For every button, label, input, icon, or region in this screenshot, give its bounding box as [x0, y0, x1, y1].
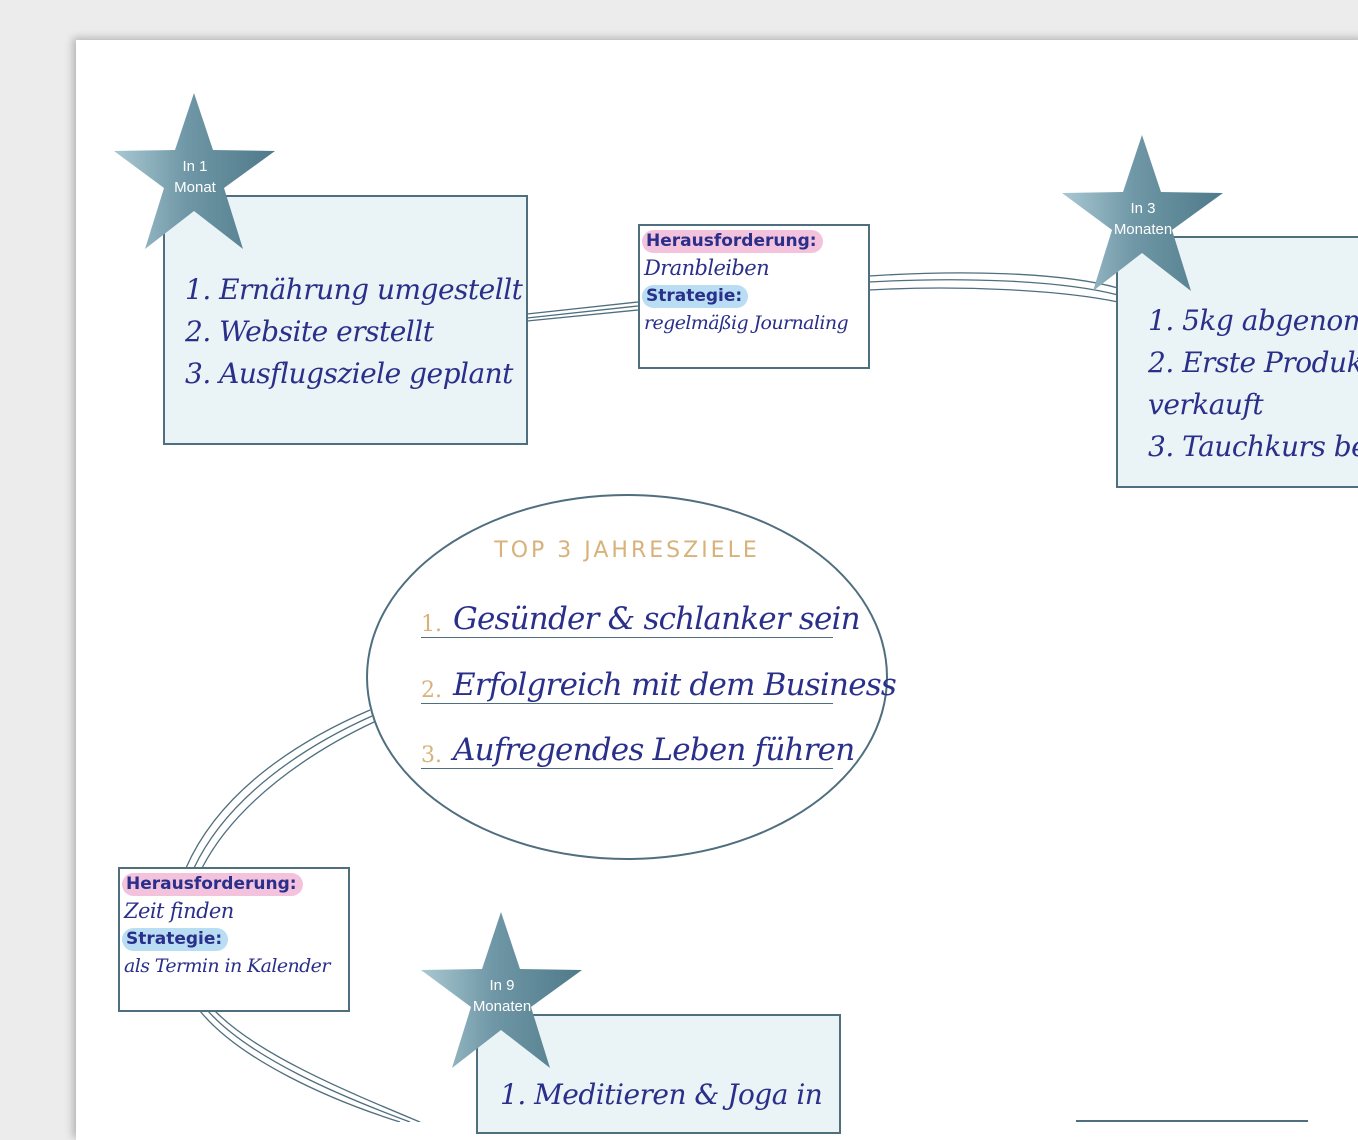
star-icon	[421, 912, 582, 1068]
strategy-label: Strategie:	[122, 928, 229, 951]
goal-item: 3. Tauchkurs be	[1148, 430, 1358, 463]
milestone-star-3-months: In 3 Monaten	[1062, 135, 1224, 291]
star-label: In 9 Monaten	[472, 977, 532, 1015]
annual-goals-title: TOP 3 JAHRESZIELE	[494, 538, 760, 563]
challenge-label: Herausforderung:	[642, 230, 823, 253]
goal-item: 2. Website erstellt	[185, 315, 434, 348]
goals-box-1-month: 1. Ernährung umgestellt 2. Website erste…	[163, 195, 528, 445]
annual-goal-number: 3.	[421, 743, 442, 768]
annual-goal-row: 1. Gesünder & schlanker sein	[421, 597, 861, 638]
goal-item: 1. Ernährung umgestellt	[185, 273, 523, 306]
annual-goal-text: Aufregendes Leben führen	[453, 732, 855, 768]
milestone-star-9-months: In 9 Monaten	[421, 912, 583, 1068]
annual-goal-number: 2.	[421, 678, 442, 703]
challenge-text: Dranbleiben	[644, 256, 770, 280]
annual-goal-number: 1.	[421, 612, 442, 637]
challenge-strategy-box-2: Herausforderung: Zeit finden Strategie: …	[118, 867, 350, 1012]
milestone-star-1-month: In 1 Monat	[114, 93, 276, 249]
goals-box-3-months: 1. 5kg abgenom 2. Erste Produk verkauft …	[1116, 236, 1358, 488]
goal-item: 2. Erste Produk	[1148, 346, 1358, 379]
star-icon	[114, 93, 275, 249]
star-icon	[1062, 135, 1223, 291]
strategy-text: als Termin in Kalender	[124, 955, 330, 977]
goal-item: 1. Meditieren & Joga in	[500, 1078, 823, 1111]
strategy-label: Strategie:	[642, 285, 749, 308]
annual-goal-text: Erfolgreich mit dem Business	[453, 667, 897, 703]
annual-goals-ellipse	[366, 494, 888, 860]
strategy-text: regelmäßig Journaling	[644, 312, 849, 334]
annual-goal-text: Gesünder & schlanker sein	[453, 601, 861, 637]
goals-list-3-months: 1. 5kg abgenom 2. Erste Produk verkauft …	[1148, 300, 1358, 468]
challenge-strategy-box-1: Herausforderung: Dranbleiben Strategie: …	[638, 224, 870, 369]
goals-list-9-months: 1. Meditieren & Joga in	[500, 1074, 823, 1116]
annual-goal-row: 3. Aufregendes Leben führen	[421, 728, 855, 769]
goals-list-1-month: 1. Ernährung umgestellt 2. Website erste…	[185, 269, 523, 395]
challenge-label: Herausforderung:	[122, 873, 303, 896]
star-label: In 3 Monaten	[1113, 200, 1173, 238]
challenge-text: Zeit finden	[124, 899, 234, 923]
star-label: In 1 Monat	[174, 158, 216, 196]
annual-goal-row: 2. Erfolgreich mit dem Business	[421, 663, 897, 704]
goal-item: 1. 5kg abgenom	[1148, 304, 1358, 337]
goal-item: 3. Ausflugsziele geplant	[185, 357, 513, 390]
goal-item: verkauft	[1148, 388, 1264, 421]
